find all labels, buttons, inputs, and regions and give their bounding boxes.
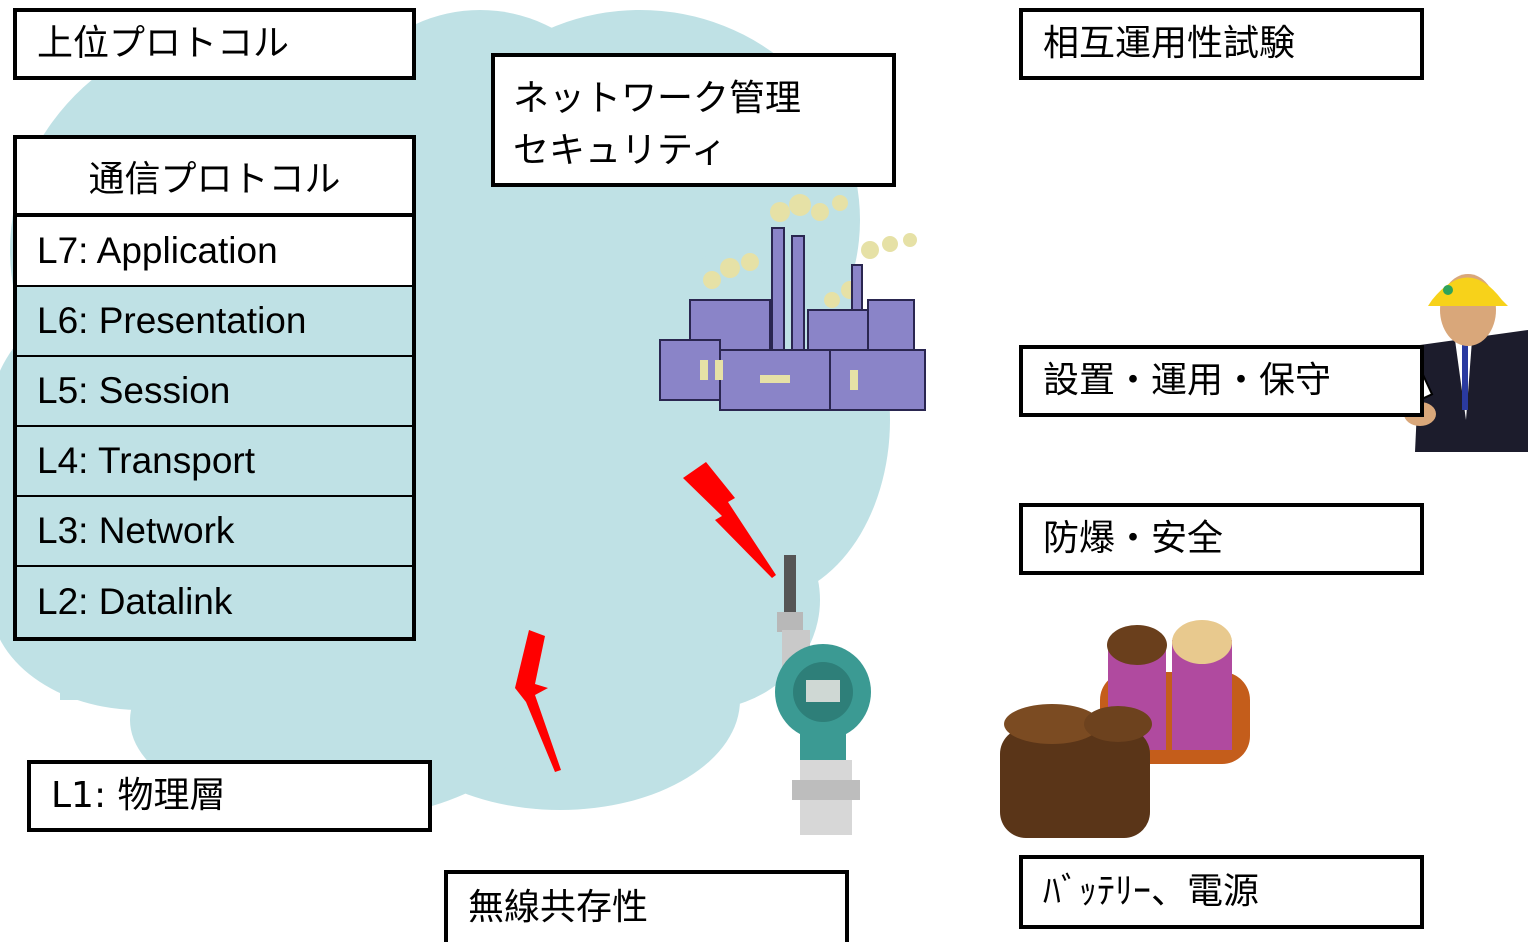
lightning-bolt-lower [515,630,561,772]
physical-layer-label: L1: 物理層 [51,775,226,816]
layer-l5: L5: Session [17,357,412,427]
battery-power-label: ﾊﾞｯﾃﾘｰ、電源 [1043,871,1260,912]
lightning-bolt-upper [683,462,776,578]
installation-box: 設置・運用・保守 [1019,345,1424,417]
explosion-safety-box: 防爆・安全 [1019,503,1424,575]
factory-icon [659,194,926,411]
layer-l2: L2: Datalink [17,567,412,637]
upper-protocol-box: 上位プロトコル [13,8,416,80]
protocol-stack: 通信プロトコル L7: Application L6: Presentation… [13,135,416,641]
layer-l4: L4: Transport [17,427,412,497]
layer-l7: L7: Application [17,217,412,287]
interoperability-label: 相互運用性試験 [1043,23,1296,64]
network-management-label: ネットワーク管理 [513,78,802,119]
physical-layer-box: L1: 物理層 [27,760,432,832]
upper-protocol-label: 上位プロトコル [37,23,290,64]
coexistence-box: 無線共存性 [444,870,849,942]
comm-protocol-title: 通信プロトコル [17,139,412,217]
coexistence-label: 無線共存性 [468,887,649,928]
interoperability-box: 相互運用性試験 [1019,8,1424,80]
layer-l3: L3: Network [17,497,412,567]
battery-icon [1000,620,1250,838]
layer-l6: L6: Presentation [17,287,412,357]
network-management-box: ネットワーク管理 セキュリティ [491,53,896,187]
transmitter-icon [775,555,871,835]
battery-power-box: ﾊﾞｯﾃﾘｰ、電源 [1019,855,1424,929]
security-label: セキュリティ [513,130,727,172]
explosion-safety-label: 防爆・安全 [1043,518,1224,559]
installation-label: 設置・運用・保守 [1043,360,1332,401]
